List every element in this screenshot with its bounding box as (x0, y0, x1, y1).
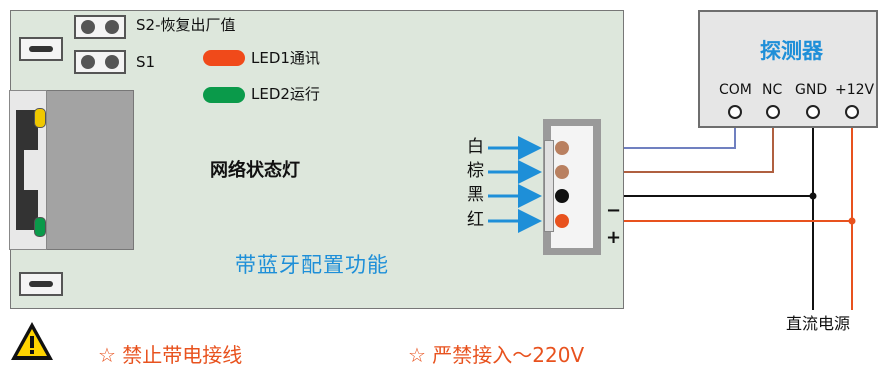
warning-no-220v: ☆ 严禁接入～220V (408, 343, 585, 367)
terminal-gnd (806, 105, 820, 119)
minus-sign: − (606, 200, 622, 221)
terminal-12v-label: +12V (835, 82, 875, 98)
led2-indicator (203, 87, 245, 103)
bluetooth-config-label: 带蓝牙配置功能 (235, 253, 389, 277)
slot-button-top (19, 37, 63, 61)
pin-black (555, 189, 569, 203)
terminal-12v (845, 105, 859, 119)
terminal-gnd-label: GND (795, 82, 828, 98)
warning-icon (11, 322, 53, 360)
terminal-nc (766, 105, 780, 119)
warning-no-live-wiring: ☆ 禁止带电接线 (98, 343, 243, 367)
network-port-slot-notch (24, 150, 38, 190)
pin-brown (555, 165, 569, 179)
led2-label: LED2运行 (251, 85, 320, 103)
junction-dot (848, 217, 856, 225)
s2-switch (74, 15, 126, 39)
s1-switch (74, 50, 126, 74)
network-led-yellow (34, 108, 46, 128)
s2-label: S2-恢复出厂值 (136, 16, 236, 34)
terminal-nc-label: NC (762, 82, 783, 98)
pin-red (555, 214, 569, 228)
plus-sign: + (606, 227, 622, 248)
network-status-label: 网络状态灯 (210, 160, 300, 181)
terminal-com (728, 105, 742, 119)
led1-label: LED1通讯 (251, 49, 320, 67)
terminal-com-label: COM (719, 82, 752, 98)
led1-indicator (203, 50, 245, 66)
wire-label-black: 黑 (467, 185, 484, 205)
junction-dot (809, 192, 817, 200)
pin-white (555, 141, 569, 155)
network-led-green (34, 217, 46, 237)
slot-button-bottom (19, 272, 63, 296)
wire-label-white: 白 (467, 137, 484, 157)
detector-title: 探测器 (760, 39, 823, 63)
dc-power-label: 直流电源 (786, 314, 851, 333)
wire-label-red: 红 (467, 210, 484, 230)
wire-brown (566, 116, 774, 173)
terminal-block (544, 140, 554, 232)
wire-label-brown: 棕 (467, 161, 484, 181)
s1-label: S1 (136, 53, 156, 71)
